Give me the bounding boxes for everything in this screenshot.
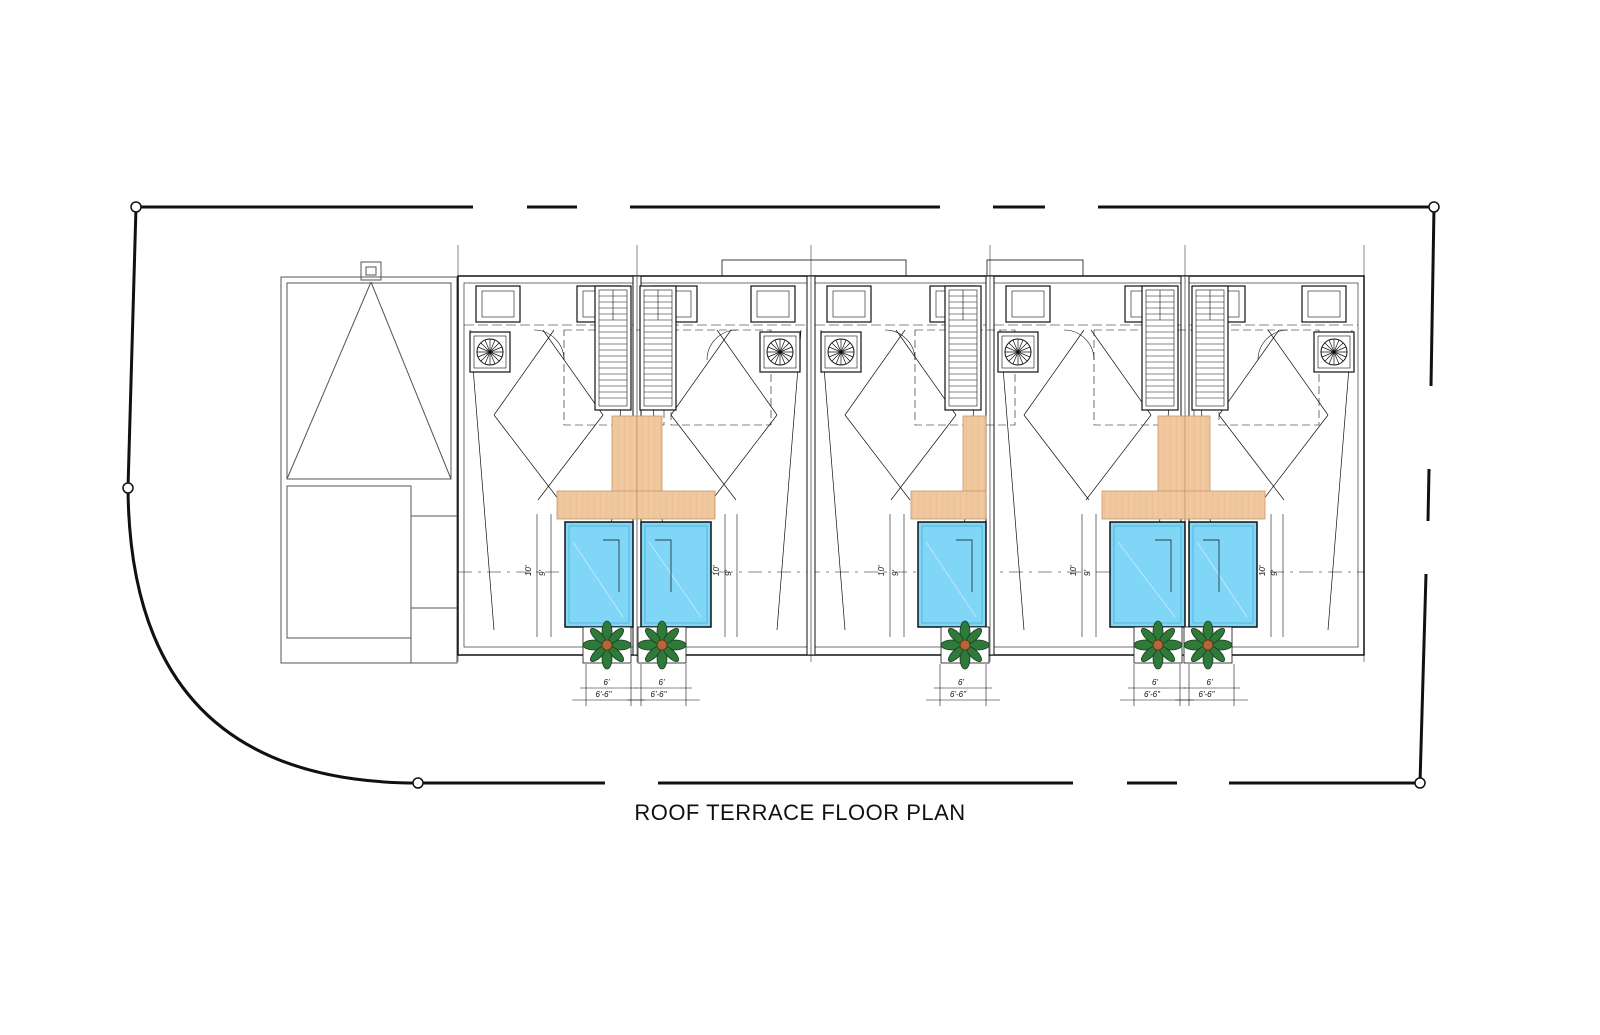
dimension-annotations: 10'9'6'6'-6"10'9'6'6'-6"10'9'6'6'-6"10'9… bbox=[524, 514, 1284, 706]
property-boundary bbox=[126, 205, 1436, 785]
wood-deck bbox=[962, 415, 987, 497]
wood-deck bbox=[1157, 415, 1186, 497]
pool-length-outer-label: 10' bbox=[1258, 565, 1267, 576]
plunge-pool bbox=[640, 521, 712, 628]
pool-length-outer-label: 10' bbox=[877, 565, 886, 576]
skylight bbox=[1301, 285, 1347, 323]
pool-length-inner-label: 9' bbox=[724, 570, 733, 576]
pool-width-outer-label: 6'-6" bbox=[950, 690, 967, 699]
plan-title: ROOF TERRACE FLOOR PLAN bbox=[634, 800, 966, 825]
pool-steps bbox=[655, 539, 672, 592]
stair-icon bbox=[1141, 285, 1179, 411]
stair-icon bbox=[1191, 285, 1229, 411]
wood-deck bbox=[556, 490, 638, 520]
pool-width-label: 6' bbox=[1207, 678, 1213, 687]
door-swing bbox=[1063, 329, 1095, 361]
property-corner-icon bbox=[122, 201, 1440, 789]
unit-3 bbox=[815, 285, 1016, 670]
pool-steps bbox=[1155, 539, 1172, 592]
stair-icon bbox=[944, 285, 982, 411]
stair-icon bbox=[639, 285, 677, 411]
wood-deck bbox=[910, 490, 987, 520]
unit-2 bbox=[636, 285, 807, 670]
door-swing bbox=[1257, 329, 1289, 361]
plunge-pool bbox=[1109, 521, 1186, 628]
pool-length-outer-label: 10' bbox=[524, 565, 533, 576]
pool-width-label: 6' bbox=[958, 678, 964, 687]
skylight bbox=[1005, 285, 1051, 323]
ac-unit-fan-icon bbox=[820, 331, 862, 373]
pool-width-outer-label: 6'-6" bbox=[1144, 690, 1161, 699]
wood-deck bbox=[636, 490, 716, 520]
pool-length-outer-label: 10' bbox=[1069, 565, 1078, 576]
pool-width-label: 6' bbox=[659, 678, 665, 687]
pool-steps bbox=[1203, 539, 1220, 592]
wood-deck bbox=[636, 415, 663, 497]
skylight bbox=[475, 285, 521, 323]
adjacent-roof bbox=[280, 261, 458, 664]
plunge-pool bbox=[564, 521, 634, 628]
skylight bbox=[750, 285, 796, 323]
ac-unit-fan-icon bbox=[469, 331, 511, 373]
wood-deck bbox=[611, 415, 638, 497]
wood-deck bbox=[1184, 415, 1211, 497]
unit-5 bbox=[1183, 285, 1358, 670]
door-swing bbox=[533, 329, 565, 361]
skylight bbox=[826, 285, 872, 323]
pool-width-outer-label: 6'-6" bbox=[596, 690, 613, 699]
pool-length-outer-label: 10' bbox=[712, 565, 721, 576]
ac-unit-fan-icon bbox=[997, 331, 1039, 373]
pool-steps bbox=[603, 539, 620, 592]
ac-unit-fan-icon bbox=[759, 331, 801, 373]
unit-4 bbox=[994, 285, 1195, 670]
pool-width-label: 6' bbox=[1152, 678, 1158, 687]
pool-width-label: 6' bbox=[604, 678, 610, 687]
pool-width-outer-label: 6'-6" bbox=[1199, 690, 1216, 699]
door-swing bbox=[706, 329, 738, 361]
pool-width-outer-label: 6'-6" bbox=[651, 690, 668, 699]
units bbox=[464, 275, 1358, 670]
ac-unit-fan-icon bbox=[1313, 331, 1355, 373]
wood-deck bbox=[1184, 490, 1266, 520]
wood-deck bbox=[1101, 490, 1186, 520]
plunge-pool bbox=[917, 521, 987, 628]
pool-length-inner-label: 9' bbox=[1270, 570, 1279, 576]
door-swing bbox=[884, 329, 916, 361]
pool-steps bbox=[956, 539, 973, 592]
pool-length-inner-label: 9' bbox=[1083, 570, 1092, 576]
pool-length-inner-label: 9' bbox=[538, 570, 547, 576]
unit-1 bbox=[464, 285, 665, 670]
pool-length-inner-label: 9' bbox=[891, 570, 900, 576]
stair-icon bbox=[594, 285, 632, 411]
plunge-pool bbox=[1188, 521, 1258, 628]
